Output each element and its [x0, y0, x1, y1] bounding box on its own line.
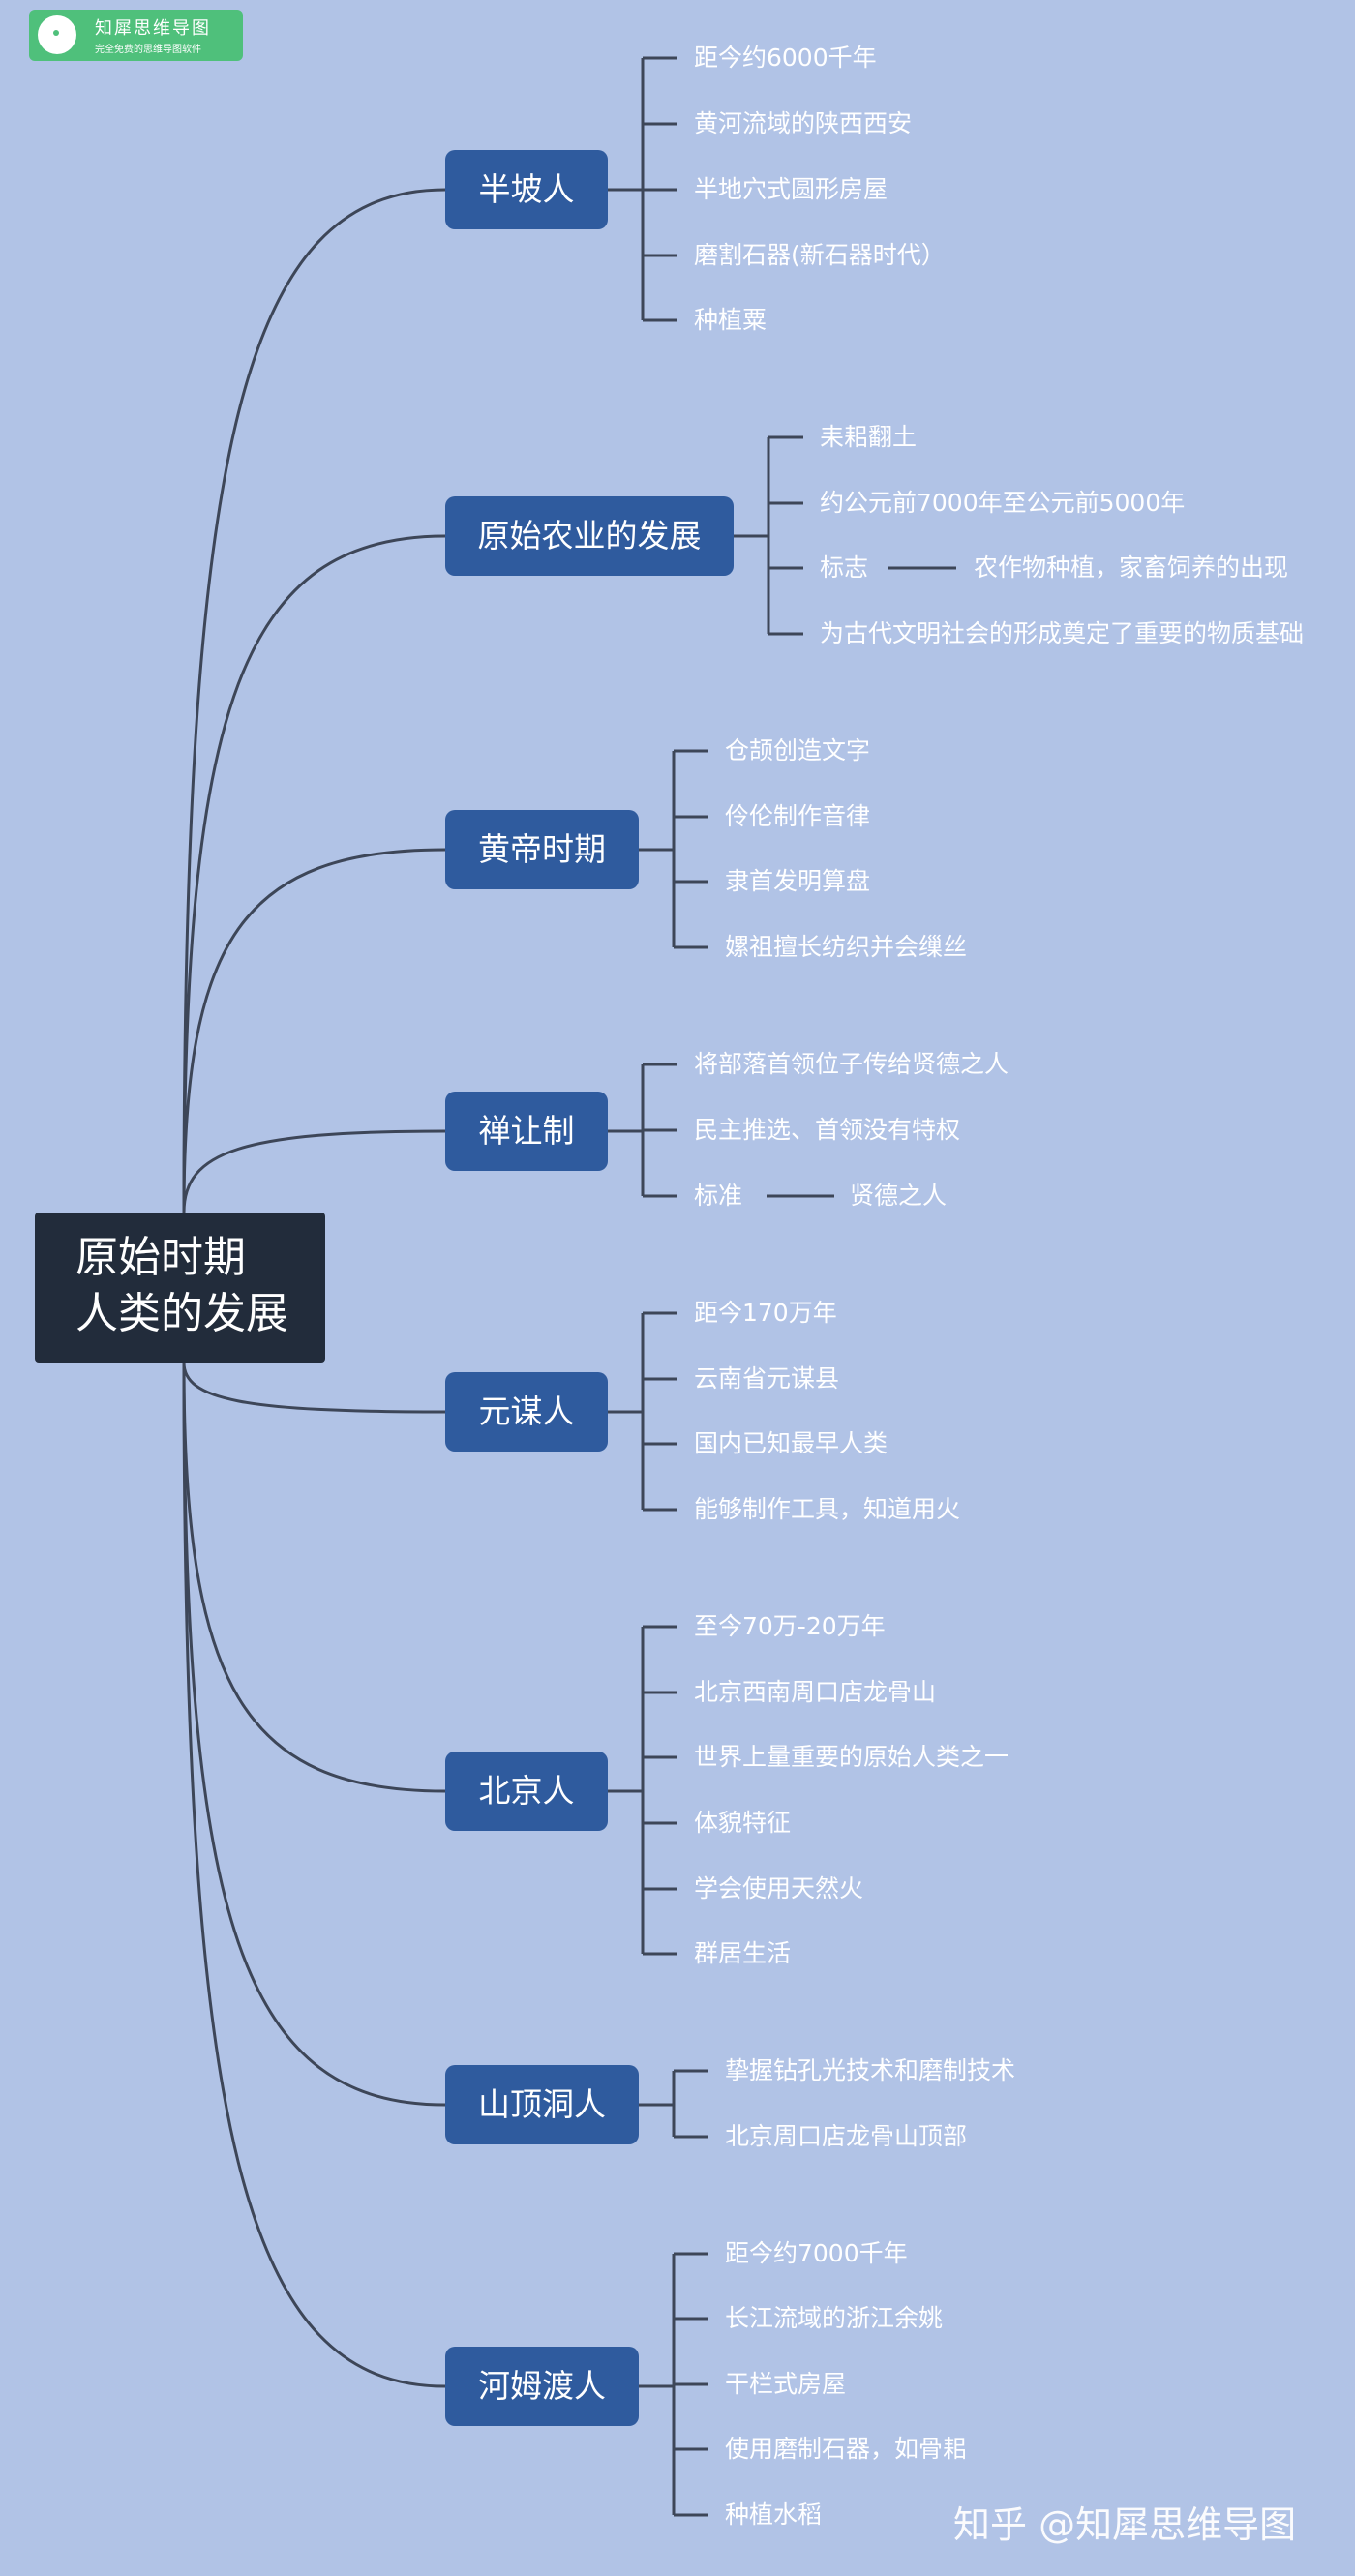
leaf-agriculture-2[interactable]: 约公元前7000年至公元前5000年 — [820, 489, 1186, 517]
leaf-hemudu-4[interactable]: 使用磨制石器，如骨耜 — [725, 2435, 968, 2463]
leaf-agriculture-4[interactable]: 为古代文明社会的形成奠定了重要的物质基础 — [820, 619, 1305, 647]
leaf-yuanmou-2[interactable]: 云南省元谋县 — [694, 1364, 840, 1393]
branch-connector-2 — [182, 848, 446, 1213]
leaf-agriculture-1[interactable]: 耒耜翻土 — [820, 423, 918, 451]
branch-connector-0 — [182, 188, 446, 1213]
branch-peking[interactable]: 北京人 — [445, 1752, 608, 1831]
branch-huangdi[interactable]: 黄帝时期 — [445, 810, 639, 889]
leaf-abdication-standard-detail[interactable]: 贤德之人 — [850, 1182, 948, 1210]
leaf-abdication-3[interactable]: 标准 — [694, 1182, 743, 1210]
leaf-abdication-1[interactable]: 将部落首领位子传给贤德之人 — [694, 1050, 1009, 1078]
root-title-line-1: 原始时期 — [75, 1233, 246, 1282]
leaf-hemudu-2[interactable]: 长江流域的浙江余姚 — [725, 2304, 944, 2332]
watermark: 知乎 @知犀思维导图 — [953, 2503, 1297, 2546]
rhino-logo-icon — [38, 15, 76, 54]
root-node[interactable]: 原始时期 人类的发展 — [35, 1213, 325, 1363]
leaf-huangdi-3[interactable]: 隶首发明算盘 — [725, 867, 871, 895]
branch-connector-6 — [182, 1362, 446, 2107]
leaf-abdication-2[interactable]: 民主推选、首领没有特权 — [694, 1116, 961, 1144]
leaf-agriculture-3[interactable]: 标志 — [820, 554, 869, 582]
leaf-huangdi-1[interactable]: 仓颉创造文字 — [725, 736, 871, 764]
branch-connector-1 — [182, 534, 446, 1213]
logo: 知犀思维导图 完全免费的思维导图软件 — [29, 10, 243, 61]
leaf-banpo-1[interactable]: 距今约6000千年 — [694, 44, 877, 72]
branch-connector-4 — [182, 1362, 446, 1414]
leaf-yuanmou-3[interactable]: 国内已知最早人类 — [694, 1429, 888, 1457]
leaf-huangdi-4[interactable]: 嫘祖擅长纺织并会缫丝 — [725, 933, 968, 961]
branch-agriculture[interactable]: 原始农业的发展 — [445, 496, 734, 576]
leaf-peking-6[interactable]: 群居生活 — [694, 1939, 792, 1967]
leaf-upper-cave-2[interactable]: 北京周口店龙骨山顶部 — [725, 2122, 968, 2150]
branch-upper-cave[interactable]: 山顶洞人 — [445, 2065, 639, 2144]
branch-hemudu[interactable]: 河姆渡人 — [445, 2347, 639, 2426]
leaf-banpo-5[interactable]: 种植粟 — [694, 306, 768, 334]
branch-connector-7 — [182, 1362, 446, 2388]
leaf-upper-cave-1[interactable]: 挚握钻孔光技术和磨制技术 — [725, 2056, 1016, 2084]
leaf-banpo-2[interactable]: 黄河流域的陕西西安 — [694, 109, 913, 137]
leaf-agriculture-sign-detail[interactable]: 农作物种植，家畜饲养的出现 — [974, 554, 1289, 582]
leaf-banpo-4[interactable]: 磨割石器(新石器时代） — [694, 241, 946, 269]
leaf-peking-5[interactable]: 学会使用天然火 — [694, 1874, 864, 1902]
leaf-yuanmou-4[interactable]: 能够制作工具，知道用火 — [694, 1495, 961, 1523]
logo-title: 知犀思维导图 — [95, 18, 211, 39]
leaf-banpo-3[interactable]: 半地穴式圆形房屋 — [694, 175, 888, 203]
leaf-hemudu-5[interactable]: 种植水稻 — [725, 2501, 823, 2529]
leaf-peking-2[interactable]: 北京西南周口店龙骨山 — [694, 1678, 937, 1706]
leaf-hemudu-3[interactable]: 干栏式房屋 — [725, 2370, 847, 2398]
leaf-peking-4[interactable]: 体貌特征 — [694, 1809, 792, 1837]
logo-subtitle: 完全免费的思维导图软件 — [95, 45, 201, 55]
branch-yuanmou[interactable]: 元谋人 — [445, 1372, 608, 1452]
leaf-peking-3[interactable]: 世界上量重要的原始人类之一 — [694, 1743, 1009, 1771]
branch-abdication[interactable]: 禅让制 — [445, 1092, 608, 1171]
leaf-yuanmou-1[interactable]: 距今170万年 — [694, 1299, 837, 1327]
leaf-huangdi-2[interactable]: 伶伦制作音律 — [725, 802, 871, 830]
leaf-hemudu-1[interactable]: 距今约7000千年 — [725, 2239, 908, 2267]
leaf-peking-1[interactable]: 至今70万-20万年 — [694, 1612, 886, 1640]
branch-connector-5 — [182, 1362, 446, 1793]
branch-banpo[interactable]: 半坡人 — [445, 150, 608, 229]
root-title-line-2: 人类的发展 — [75, 1289, 288, 1338]
branch-connector-3 — [182, 1129, 446, 1213]
